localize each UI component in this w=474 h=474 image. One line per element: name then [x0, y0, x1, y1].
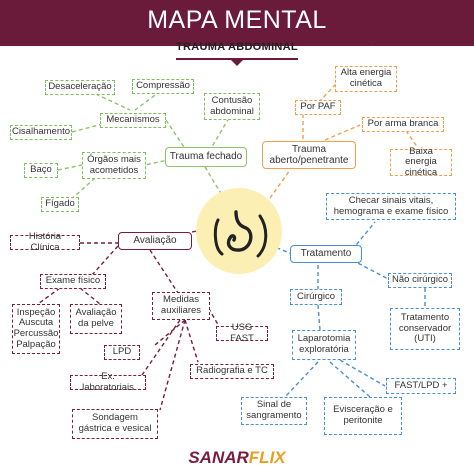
page-title: MAPA MENTAL	[147, 6, 327, 34]
node-sinal-sangramento: Sinal de sangramento	[241, 397, 307, 425]
node-checar-sinais: Checar sinais vitais, hemograma e exame …	[326, 193, 456, 220]
node-medidas-auxiliares: Medidas auxiliares	[152, 292, 210, 320]
stomach-icon	[213, 210, 268, 258]
page-subtitle: TRAUMA ABDOMINAL	[176, 41, 298, 53]
node-lpd: LPD	[104, 345, 140, 360]
node-usg-fast: USG FAST	[216, 322, 268, 343]
node-tratamento: Tratamento	[290, 245, 362, 263]
node-sondagem: Sondagem gástrica e vesical	[72, 409, 158, 439]
subtitle-pointer	[230, 59, 244, 66]
brand-sanar: SANAR	[188, 448, 249, 467]
node-tratamento-conservador: Tratamento conservador (UTI)	[390, 308, 460, 350]
node-cisalhamento: Cisalhamento	[10, 125, 72, 140]
node-trauma-aberto: Trauma aberto/penetrante	[262, 141, 356, 169]
node-ex-laboratoriais: Ex. laboratoriais	[70, 371, 146, 392]
node-mecanismos: Mecanismos	[100, 113, 166, 128]
node-laparotomia: Laparotomia exploratória	[292, 330, 356, 360]
node-historia-clinica: História Clínica	[10, 231, 80, 252]
node-nao-cirurgico: Não cirúrgico	[388, 273, 452, 288]
node-inspecao: Inspeção Auscuta Percussão Palpação	[12, 304, 60, 354]
node-arma-branca: Por arma branca	[362, 117, 444, 132]
node-fast-lpd: FAST/LPD +	[386, 378, 456, 394]
node-trauma-fechado: Trauma fechado	[165, 147, 247, 167]
node-baixa-energia: Baixa energia cinética	[390, 146, 452, 178]
brand-logo: SANARFLIX	[0, 448, 474, 468]
center-circle	[196, 188, 282, 274]
node-avaliacao-pelve: Avaliação da pelve	[70, 304, 122, 334]
node-exame-fisico: Exame físico	[40, 274, 106, 289]
node-alta-energia: Alta energia cinética	[335, 66, 397, 92]
node-orgaos-acometidos: Órgãos mais acometidos	[82, 152, 146, 179]
brand-flix: FLIX	[248, 448, 286, 467]
node-figado: Fígado	[41, 197, 79, 212]
node-contusao-abdominal: Contusão abdominal	[204, 93, 260, 120]
node-desaceleracao: Desaceleração	[45, 80, 115, 95]
node-avaliacao: Avaliação	[118, 232, 192, 250]
header-bar	[0, 0, 474, 46]
node-baco: Baço	[24, 163, 58, 178]
node-por-paf: Por PAF	[295, 100, 341, 115]
node-radiografia-tc: Radiografia e TC	[190, 364, 274, 379]
node-evisceracao-peritonite: Evisceração e peritonite	[324, 397, 402, 435]
node-cirurgico: Cirúrgico	[290, 289, 342, 305]
node-compressao: Compressão	[132, 79, 194, 94]
